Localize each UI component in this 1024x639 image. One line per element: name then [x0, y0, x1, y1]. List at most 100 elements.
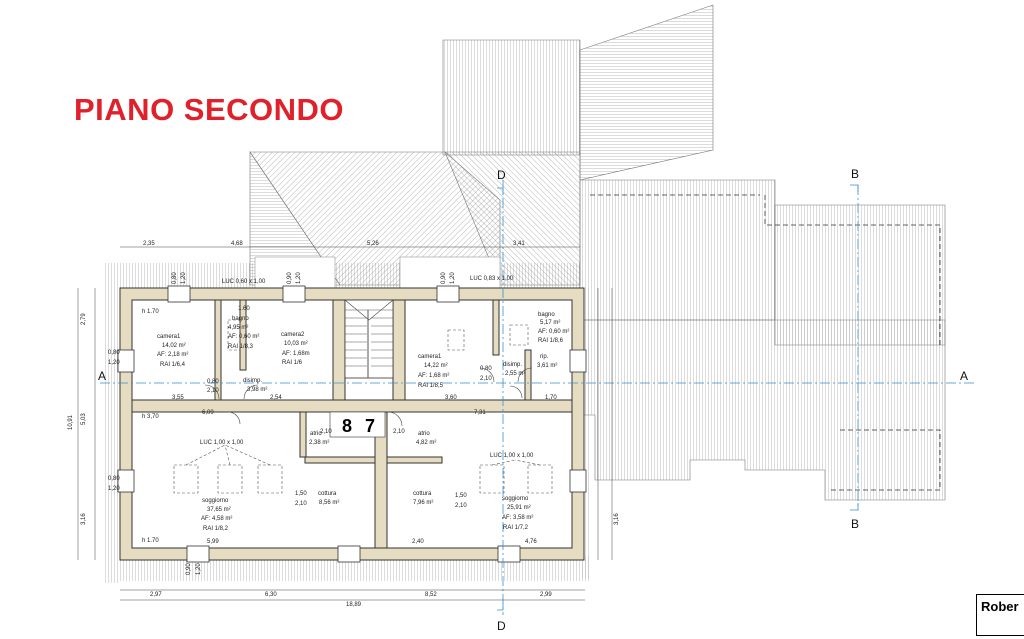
svg-text:RAI 1/8,6: RAI 1/8,6	[538, 338, 564, 344]
svg-text:2,97: 2,97	[150, 592, 162, 598]
svg-text:37,65 m²: 37,65 m²	[207, 507, 231, 513]
room-camera2: camera2 10,03 m² AF: 1,68m RAI 1/6	[281, 332, 310, 366]
roof-hatching	[249, 4, 946, 501]
svg-text:1,20: 1,20	[196, 563, 202, 575]
svg-text:disimp.: disimp.	[503, 362, 522, 368]
room-disimp-left: disimp. 3,98 m²	[243, 378, 267, 393]
svg-text:6,30: 6,30	[265, 592, 277, 598]
svg-text:0,90: 0,90	[186, 563, 192, 575]
svg-text:AF: 1,68 m²: AF: 1,68 m²	[418, 373, 449, 379]
svg-text:AF: 4,58 m²: AF: 4,58 m²	[201, 516, 232, 522]
svg-text:h 1.70: h 1.70	[142, 309, 159, 315]
svg-text:AF: 3,58 m²: AF: 3,58 m²	[502, 515, 533, 521]
svg-text:2,79: 2,79	[81, 313, 87, 325]
svg-text:6,09: 6,09	[202, 410, 214, 416]
ceiling-height-left: h 3,70	[142, 414, 159, 420]
room-rip: rip. 3,61 m²	[537, 354, 557, 369]
svg-text:1,20: 1,20	[108, 486, 120, 492]
section-label-d-top: D	[497, 168, 506, 182]
stair-number-7: 7	[365, 416, 375, 436]
svg-text:2,10: 2,10	[295, 501, 307, 507]
svg-text:0,90: 0,90	[287, 272, 293, 284]
svg-text:2,54: 2,54	[270, 395, 282, 401]
svg-text:1,50: 1,50	[295, 491, 307, 497]
room-bagno-right: bagno 5,17 m² AF: 0,60 m² RAI 1/8,6	[538, 312, 569, 344]
section-markers	[497, 184, 859, 611]
svg-text:5,03: 5,03	[81, 413, 87, 425]
svg-text:10,91: 10,91	[68, 414, 74, 430]
svg-text:disimp.: disimp.	[243, 378, 262, 384]
room-cottura-left: cottura 8,56 m²	[318, 491, 339, 506]
svg-text:3,60: 3,60	[445, 395, 457, 401]
svg-text:0,80: 0,80	[108, 350, 120, 356]
walls	[119, 287, 585, 561]
page-title: PIANO SECONDO	[74, 92, 345, 127]
svg-text:bagno: bagno	[538, 312, 555, 318]
svg-text:5,26: 5,26	[367, 241, 379, 247]
svg-text:14,02 m²: 14,02 m²	[162, 343, 186, 349]
room-soggiorno-right: soggiorno 25,91 m² AF: 3,58 m² RAI 1/7,2	[502, 496, 533, 531]
svg-text:0,80: 0,80	[480, 366, 492, 372]
svg-text:8,56 m²: 8,56 m²	[319, 500, 339, 506]
section-label-b-bottom: B	[851, 517, 859, 531]
svg-text:18,89: 18,89	[346, 602, 362, 608]
section-label-a-right: A	[960, 369, 968, 383]
svg-text:2,10: 2,10	[393, 429, 405, 435]
svg-text:2,35: 2,35	[143, 241, 155, 247]
svg-text:atrio: atrio	[418, 431, 430, 437]
svg-text:1,20: 1,20	[108, 360, 120, 366]
dimension-texts: 2,35 4,68 5,26 3,41 2,97 6,30 8,52 2,99 …	[68, 241, 620, 608]
svg-text:atrio: atrio	[310, 431, 322, 437]
dimension-lines	[77, 246, 613, 601]
svg-text:1,20: 1,20	[181, 272, 187, 284]
luc-bottom-right: LUC 1,00 x 1,00	[490, 453, 534, 459]
svg-text:5,99: 5,99	[207, 539, 219, 545]
svg-text:camera2: camera2	[281, 332, 305, 338]
luc-bottom-left: LUC 1,00 x 1,00	[200, 440, 244, 446]
svg-text:RAI 1/6: RAI 1/6	[282, 360, 303, 366]
svg-text:8,52: 8,52	[425, 592, 437, 598]
svg-text:2,99: 2,99	[540, 592, 552, 598]
svg-text:3,98 m²: 3,98 m²	[247, 387, 267, 393]
svg-text:bagno: bagno	[232, 316, 249, 322]
svg-text:1,20: 1,20	[450, 272, 456, 284]
svg-text:7,31: 7,31	[474, 410, 486, 416]
svg-text:camera1: camera1	[157, 334, 181, 340]
svg-text:0,80: 0,80	[172, 272, 178, 284]
window-dimension-texts: 0,80 1,20 0,90 1,20 0,90 1,20 0,80 1,20 …	[108, 272, 456, 575]
svg-text:cottura: cottura	[413, 491, 432, 497]
svg-text:0,80: 0,80	[108, 476, 120, 482]
svg-text:1,50: 1,50	[455, 493, 467, 499]
svg-text:4,95 m²: 4,95 m²	[228, 325, 248, 331]
svg-text:soggiorno: soggiorno	[502, 496, 529, 502]
svg-text:0,80: 0,80	[207, 379, 219, 385]
svg-text:5,17 m²: 5,17 m²	[540, 320, 560, 326]
section-label-a-left: A	[98, 369, 106, 383]
svg-text:2,38 m²: 2,38 m²	[309, 440, 329, 446]
room-cottura-right: cottura 7,96 m²	[413, 491, 433, 506]
room-camera1-right: camera1 14,22 m² AF: 1,68 m² RAI 1/8,5	[418, 354, 449, 389]
svg-text:2,10: 2,10	[455, 503, 467, 509]
section-label-b-top: B	[851, 167, 859, 181]
svg-text:cottura: cottura	[318, 491, 337, 497]
staircase	[329, 299, 394, 438]
room-bagno-left: 1.60 bagno 4,95 m² AF: 0,60 m² RAI 1/8,3	[228, 306, 259, 350]
luc-top-left: LUC 0,60 x 1,00	[222, 279, 266, 285]
room-soggiorno-left: soggiorno 37,65 m² AF: 4,58 m² RAI 1/8,2…	[142, 498, 232, 544]
svg-text:soggiorno: soggiorno	[202, 498, 229, 504]
svg-text:7,96 m²: 7,96 m²	[413, 500, 433, 506]
svg-text:3,61 m²: 3,61 m²	[537, 363, 557, 369]
svg-text:0,90: 0,90	[441, 272, 447, 284]
svg-text:AF: 2,18 m²: AF: 2,18 m²	[157, 352, 188, 358]
section-label-d-bottom: D	[497, 619, 506, 633]
svg-text:camera1: camera1	[418, 354, 442, 360]
svg-text:25,91 m²: 25,91 m²	[507, 505, 531, 511]
svg-text:2,40: 2,40	[412, 539, 424, 545]
svg-text:AF: 0,60 m²: AF: 0,60 m²	[538, 329, 569, 335]
svg-text:1,20: 1,20	[296, 272, 302, 284]
room-disimp-right: disimp. 2,55 m²	[503, 362, 525, 377]
svg-text:2,55 m²: 2,55 m²	[505, 371, 525, 377]
svg-text:3,55: 3,55	[172, 395, 184, 401]
svg-text:2,10: 2,10	[480, 376, 492, 382]
